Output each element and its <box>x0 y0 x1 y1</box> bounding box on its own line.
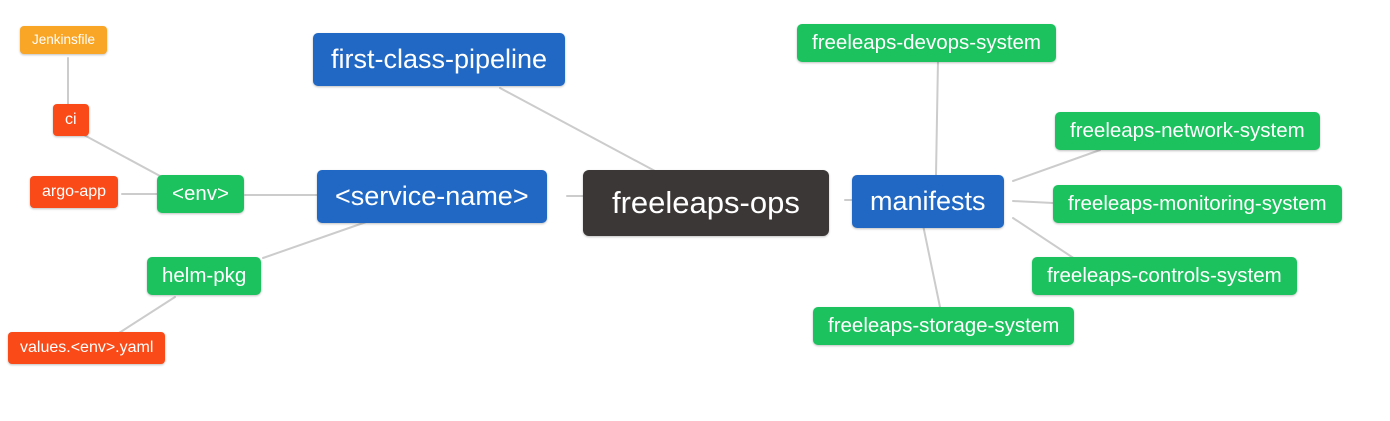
mindmap-node-values-env-yaml[interactable]: values.<env>.yaml <box>8 332 166 365</box>
edge-manifests-controls <box>1012 217 1079 262</box>
mindmap-node-monitoring-system[interactable]: freeleaps-monitoring-system <box>1053 185 1342 223</box>
mindmap-node-storage-system[interactable]: freeleaps-storage-system <box>813 307 1075 345</box>
mindmap-node-argo-app[interactable]: argo-app <box>30 176 119 209</box>
edge-manifests-storage <box>922 224 941 308</box>
edge-ci-env <box>83 134 161 177</box>
mindmap-node-first-class-pipeline[interactable]: first-class-pipeline <box>313 33 566 87</box>
mindmap-node-controls-system[interactable]: freeleaps-controls-system <box>1032 257 1297 295</box>
edge-manifests-devops <box>935 59 939 176</box>
mindmap-node-ci[interactable]: ci <box>53 104 89 137</box>
edge-manifests-network <box>1012 149 1101 182</box>
edge-values-helm <box>118 296 176 334</box>
mindmap-node-jenkinsfile[interactable]: Jenkinsfile <box>20 26 108 54</box>
mindmap-node-devops-system[interactable]: freeleaps-devops-system <box>797 24 1057 62</box>
mindmap-node-manifests[interactable]: manifests <box>852 175 1004 229</box>
mindmap-node-service-name[interactable]: <service-name> <box>317 170 547 224</box>
mindmap-node-env[interactable]: <env> <box>157 175 244 213</box>
edge-manifests-monitoring <box>1012 200 1054 204</box>
mindmap-node-helm-pkg[interactable]: helm-pkg <box>147 257 262 295</box>
edge-pipeline-ops <box>499 87 656 172</box>
mindmap-node-network-system[interactable]: freeleaps-network-system <box>1055 112 1320 150</box>
mindmap-node-freeleaps-ops[interactable]: freeleaps-ops <box>583 170 829 236</box>
edge-helm-service <box>262 220 370 259</box>
